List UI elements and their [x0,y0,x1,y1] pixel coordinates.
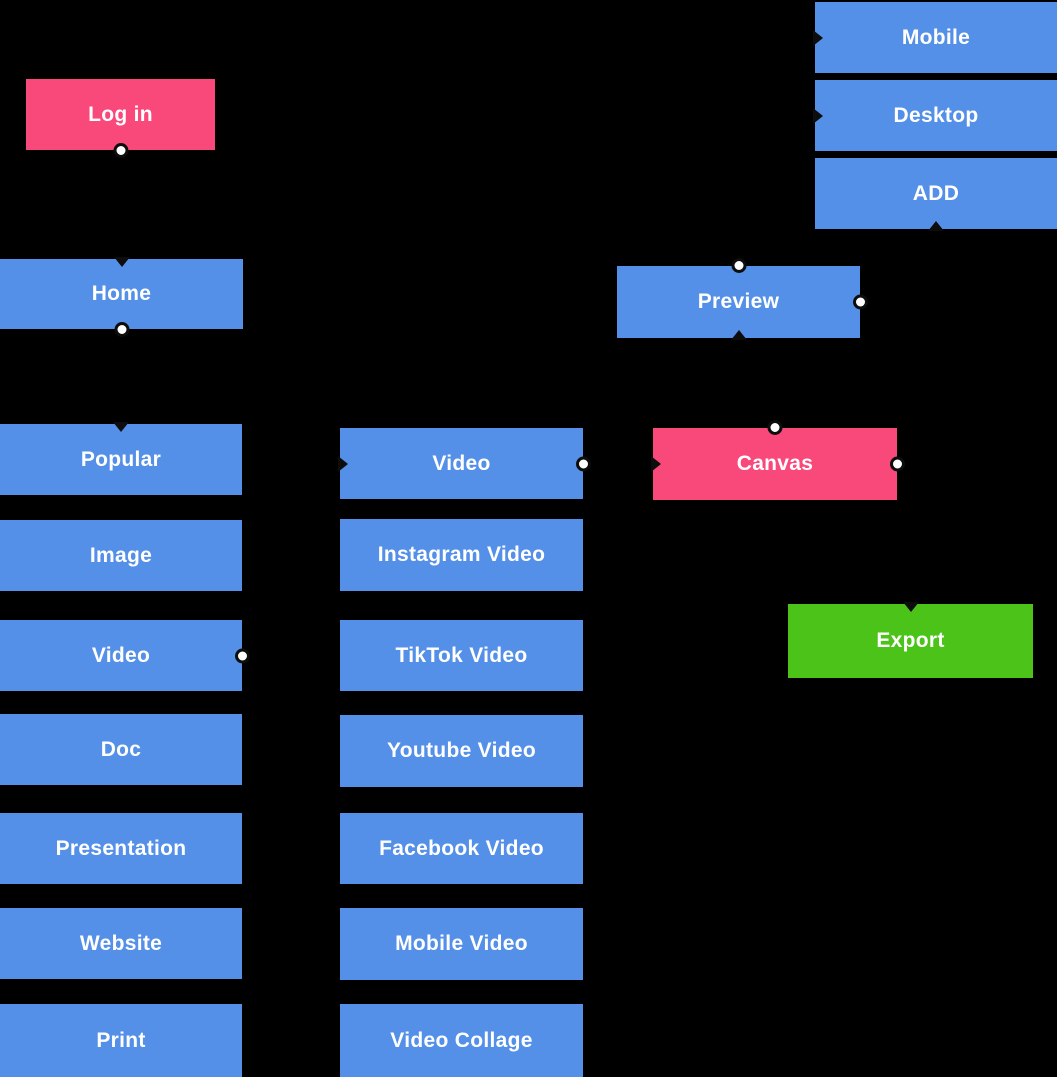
node-popular[interactable]: Popular [0,422,242,495]
node-label: Video [432,451,491,475]
arrowhead-right-icon [813,107,823,124]
node-website[interactable]: Website [0,908,242,979]
node-label: Presentation [55,836,187,860]
node-label: Facebook Video [379,836,544,860]
node-video-collage[interactable]: Video Collage [340,1004,583,1077]
connector-dot[interactable] [853,294,868,310]
node-doc[interactable]: Doc [0,714,242,785]
node-label: Popular [80,447,162,471]
node-label: Print [96,1028,146,1052]
arrowhead-down-icon [113,257,130,267]
node-export[interactable]: Export [788,602,1033,678]
arrowhead-right-icon [813,29,823,46]
node-image[interactable]: Image [0,520,242,591]
node-video-category[interactable]: Video [338,428,591,499]
node-label: TikTok Video [395,643,528,667]
node-label: Canvas [736,452,814,475]
node-label: Doc [100,737,142,761]
node-mobile[interactable]: Mobile [813,2,1057,73]
node-mobile-video[interactable]: Mobile Video [340,908,583,980]
node-label: Video [91,643,151,667]
node-home[interactable]: Home [0,257,243,337]
arrowhead-down-icon [113,422,129,432]
node-login[interactable]: Log in [26,79,215,158]
node-label: Image [89,543,153,567]
node-label: Youtube Video [387,739,536,762]
arrowhead-right-icon [338,455,348,472]
connector-dot[interactable] [235,648,250,663]
node-presentation[interactable]: Presentation [0,813,242,884]
arrowhead-up-icon [730,330,747,340]
connector-dot[interactable] [767,420,783,435]
node-facebook-video[interactable]: Facebook Video [340,813,583,884]
arrowhead-up-icon [928,221,944,231]
node-label: Video Collage [390,1028,533,1052]
arrowhead-right-icon [651,456,661,472]
node-label: Website [79,931,163,955]
node-add[interactable]: ADD [815,158,1057,231]
node-label: Export [876,629,945,652]
node-label: Mobile Video [395,932,528,955]
node-label: Log in [88,102,153,126]
node-label: Home [91,282,152,305]
node-label: ADD [912,181,960,205]
connector-dot[interactable] [113,143,128,158]
node-label: Instagram Video [377,543,546,566]
node-video[interactable]: Video [0,620,250,691]
connector-dot[interactable] [576,456,591,471]
connector-dot[interactable] [114,322,129,337]
node-youtube-video[interactable]: Youtube Video [340,715,583,787]
node-print[interactable]: Print [0,1004,242,1077]
connector-dot[interactable] [731,258,746,273]
node-label: Preview [697,290,780,313]
node-label: Desktop [893,103,979,127]
node-label: Mobile [901,25,971,49]
arrowhead-down-icon [902,602,919,612]
node-desktop[interactable]: Desktop [813,80,1057,151]
connector-dot[interactable] [890,456,905,472]
node-instagram-video[interactable]: Instagram Video [340,519,583,591]
node-canvas[interactable]: Canvas [651,420,905,500]
node-tiktok-video[interactable]: TikTok Video [340,620,583,691]
node-preview[interactable]: Preview [617,258,868,340]
